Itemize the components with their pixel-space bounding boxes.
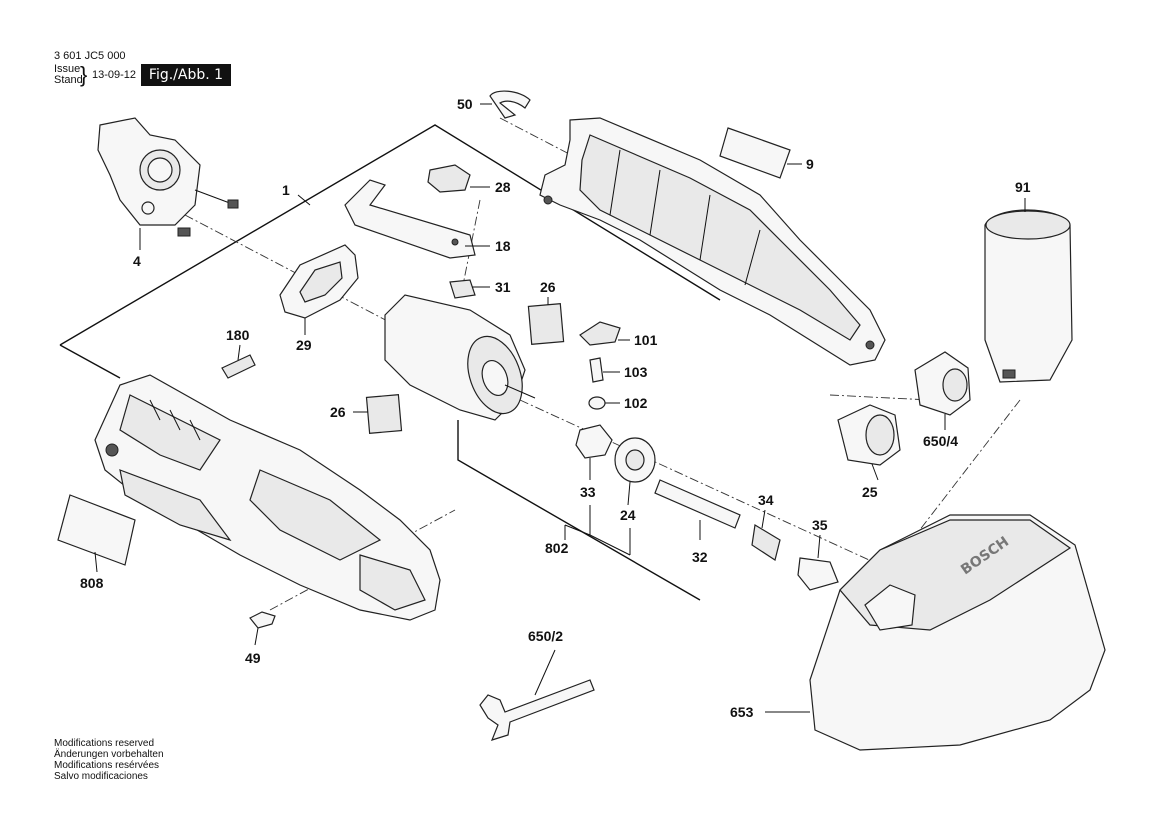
label-101: 101 — [634, 332, 658, 348]
footer-line-de: Änderungen vorbehalten — [54, 749, 164, 760]
label-1: 1 — [282, 182, 290, 198]
label-650-4: 650/4 — [923, 433, 958, 449]
collet-part-34 — [751, 524, 781, 561]
label-28: 28 — [495, 179, 511, 195]
switch-assembly-part-4 — [97, 117, 239, 237]
label-31: 31 — [495, 279, 511, 295]
label-part-180 — [221, 354, 256, 379]
document-number: 3 601 JC5 000 — [54, 50, 126, 62]
label-33: 33 — [580, 484, 596, 500]
housing-half — [539, 117, 886, 366]
label-103: 103 — [624, 364, 648, 380]
part-103 — [589, 357, 604, 383]
label-180: 180 — [226, 327, 250, 343]
label-802: 802 — [545, 540, 569, 556]
brace-mark: } — [80, 62, 88, 87]
battery-part-91 — [984, 209, 1073, 383]
label-29: 29 — [296, 337, 312, 353]
tool-body — [94, 374, 441, 621]
label-102: 102 — [624, 395, 648, 411]
pad-part-26-lower — [365, 394, 403, 434]
label-808: 808 — [80, 575, 104, 591]
clip-part-50 — [489, 90, 531, 119]
label-26-upper: 26 — [540, 279, 556, 295]
label-25: 25 — [862, 484, 878, 500]
nose-cap-part-25 — [837, 404, 901, 466]
label-24: 24 — [620, 507, 636, 523]
label-653: 653 — [730, 704, 754, 720]
label-part-808 — [57, 494, 136, 566]
label-50: 50 — [457, 96, 473, 112]
footer-line-fr: Modifications resérvées — [54, 760, 160, 771]
cap-part-28 — [427, 164, 471, 193]
part-101 — [579, 321, 621, 346]
bushing-part-33 — [575, 424, 613, 459]
assembly-1-boundary-left — [59, 344, 121, 379]
assembly-1-boundary — [59, 124, 721, 346]
shaft-part-32 — [654, 479, 741, 529]
bearing-part-24 — [614, 437, 656, 483]
issue-date: 13-09-12 — [92, 69, 137, 81]
bracket-part-29 — [279, 244, 359, 319]
label-650-2: 650/2 — [528, 628, 563, 644]
block-part-31 — [449, 279, 476, 299]
label-35: 35 — [812, 517, 828, 533]
label-9: 9 — [806, 156, 814, 172]
stand-label: Stand — [54, 74, 83, 86]
assembly-802-bracket — [457, 420, 701, 601]
pad-part-26-upper — [527, 303, 565, 345]
nut-part-35 — [797, 557, 839, 591]
label-34: 34 — [758, 492, 774, 508]
issue-label: Issue — [54, 63, 81, 75]
label-91: 91 — [1015, 179, 1031, 195]
charger-part-653: BOSCH — [809, 514, 1106, 751]
spring-part-102 — [588, 396, 606, 410]
motor — [384, 294, 536, 421]
label-part-9 — [719, 127, 791, 179]
label-26-lower: 26 — [330, 404, 346, 420]
label-4: 4 — [133, 253, 141, 269]
label-18: 18 — [495, 238, 511, 254]
wrench-part-650-2 — [479, 679, 595, 741]
screw-part-49 — [249, 611, 276, 629]
label-49: 49 — [245, 650, 261, 666]
footer-line-en: Modifications reserved — [54, 738, 155, 749]
collet-nut-part-650-4 — [914, 351, 971, 416]
footer-line-es: Salvo modificaciones — [54, 771, 148, 782]
slider-part-18 — [344, 179, 476, 259]
figure-label: Fig./Abb. 1 — [141, 64, 231, 86]
label-32: 32 — [692, 549, 708, 565]
